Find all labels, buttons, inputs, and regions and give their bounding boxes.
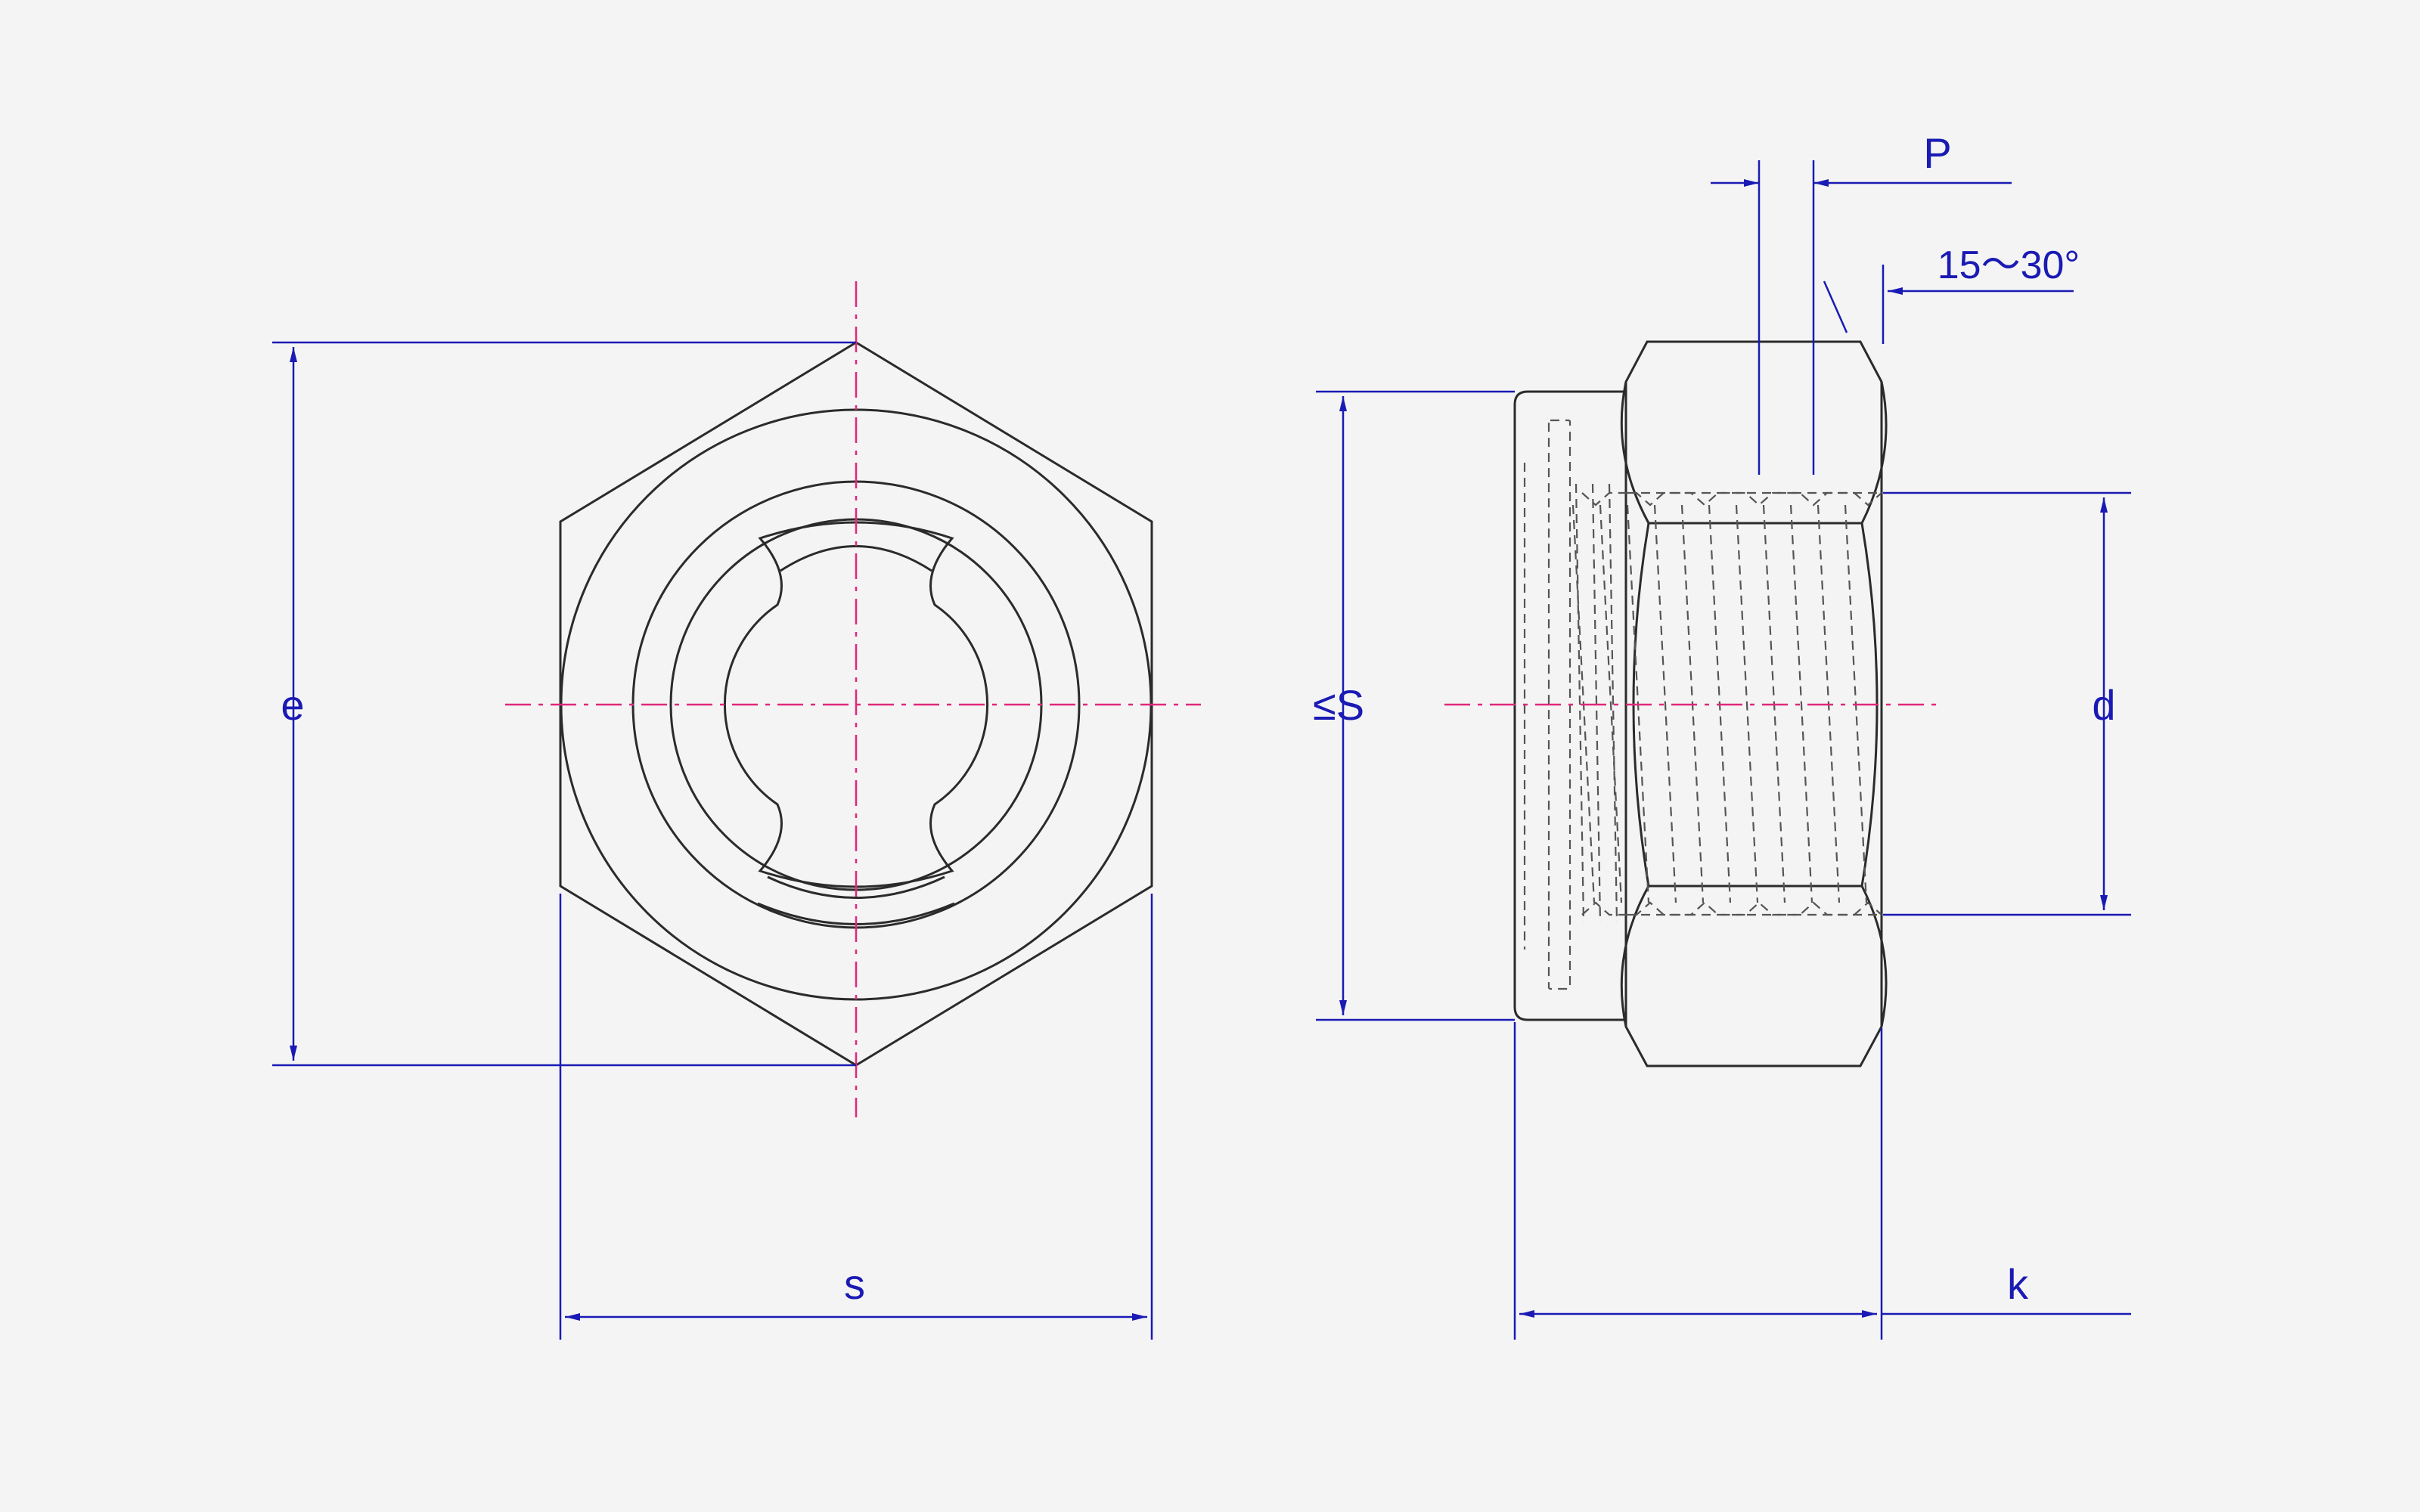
angle-reference-line [1823,280,1848,333]
center-lines [505,281,1936,1117]
P-label: P [1923,129,1951,177]
thread-bore-lobed [723,521,989,888]
upper-slot-arc [780,545,932,572]
flange-outline [1513,390,1624,1021]
thread-helix-line-8 [1789,504,1813,903]
hex-corner-arc-upper-left [1620,381,1650,524]
angle-label: 15～30° [1938,243,2080,287]
flange-thread-line-1 [1591,483,1602,923]
thread-crest-top-hidden [1581,491,1882,507]
d-label: d [2092,681,2115,729]
hex-corner-arc-lower-left [1620,885,1650,1027]
thread-helix-line-6 [1735,504,1759,903]
k-label: k [2007,1260,2029,1308]
flange-thread-line-0 [1575,483,1585,923]
thread-crest-bottom-hidden [1581,901,1882,916]
s-label: s [844,1260,865,1308]
thread-helix-line-1 [1599,504,1623,903]
hex-corner-arc-lower-right [1860,885,1888,1027]
thread-helix-line-3 [1653,504,1677,903]
hex-body-outline [1624,340,1883,1067]
e-label: e [281,681,304,729]
flange-thread-line-2 [1608,483,1618,923]
lower-slot-arc-1 [767,875,945,899]
S-label: ≤S [1313,681,1364,729]
dimension-lines [272,160,2131,1340]
hex-corner-arc-upper-right [1860,381,1888,524]
